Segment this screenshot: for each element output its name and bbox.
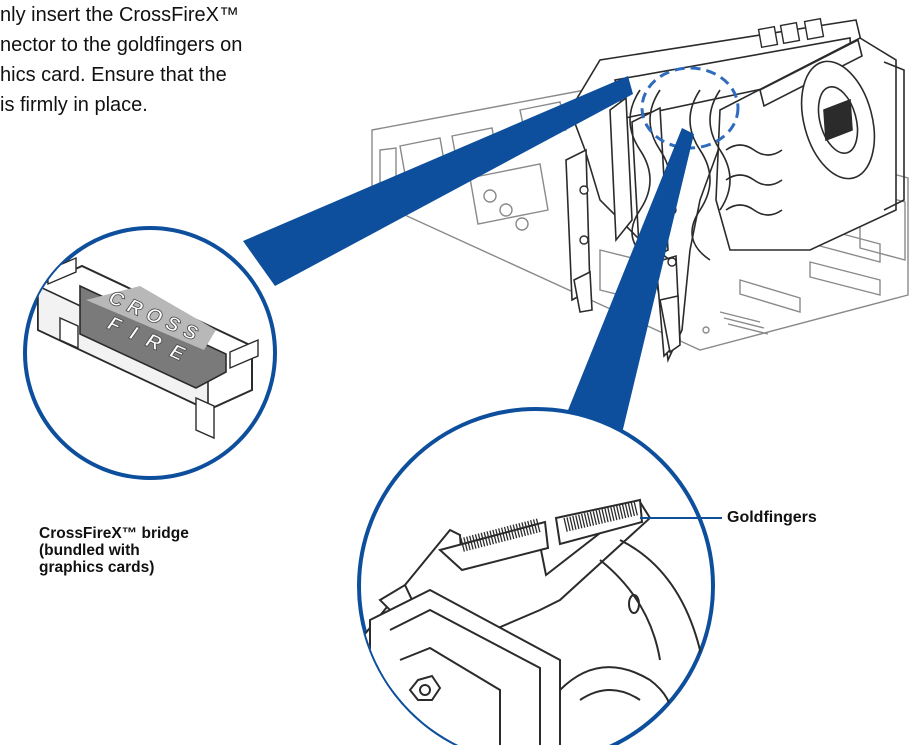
instruction-line: hics card. Ensure that the <box>0 64 227 86</box>
goldfingers-label: Goldfingers <box>727 509 817 526</box>
instruction-text: nly insert the CrossFireX™ nector to the… <box>0 0 340 120</box>
bridge-callout-beam <box>243 76 633 286</box>
bridge-caption: CrossFireX™ bridge (bundled with graphic… <box>39 525 269 576</box>
instruction-line: nector to the goldfingers on <box>0 34 243 56</box>
bridge-caption-line: CrossFireX™ bridge <box>39 525 189 542</box>
card-connectors <box>579 17 825 267</box>
crossfire-bridge: CROSS FIRE <box>37 256 259 440</box>
instruction-line: nly insert the CrossFireX™ <box>0 4 239 26</box>
instruction-line: is firmly in place. <box>0 94 148 116</box>
bridge-caption-line: graphics cards) <box>39 559 155 576</box>
graphics-card-rear <box>715 37 905 251</box>
bridge-caption-line: (bundled with <box>39 542 140 559</box>
goldfingers-callout-beam <box>560 128 694 450</box>
